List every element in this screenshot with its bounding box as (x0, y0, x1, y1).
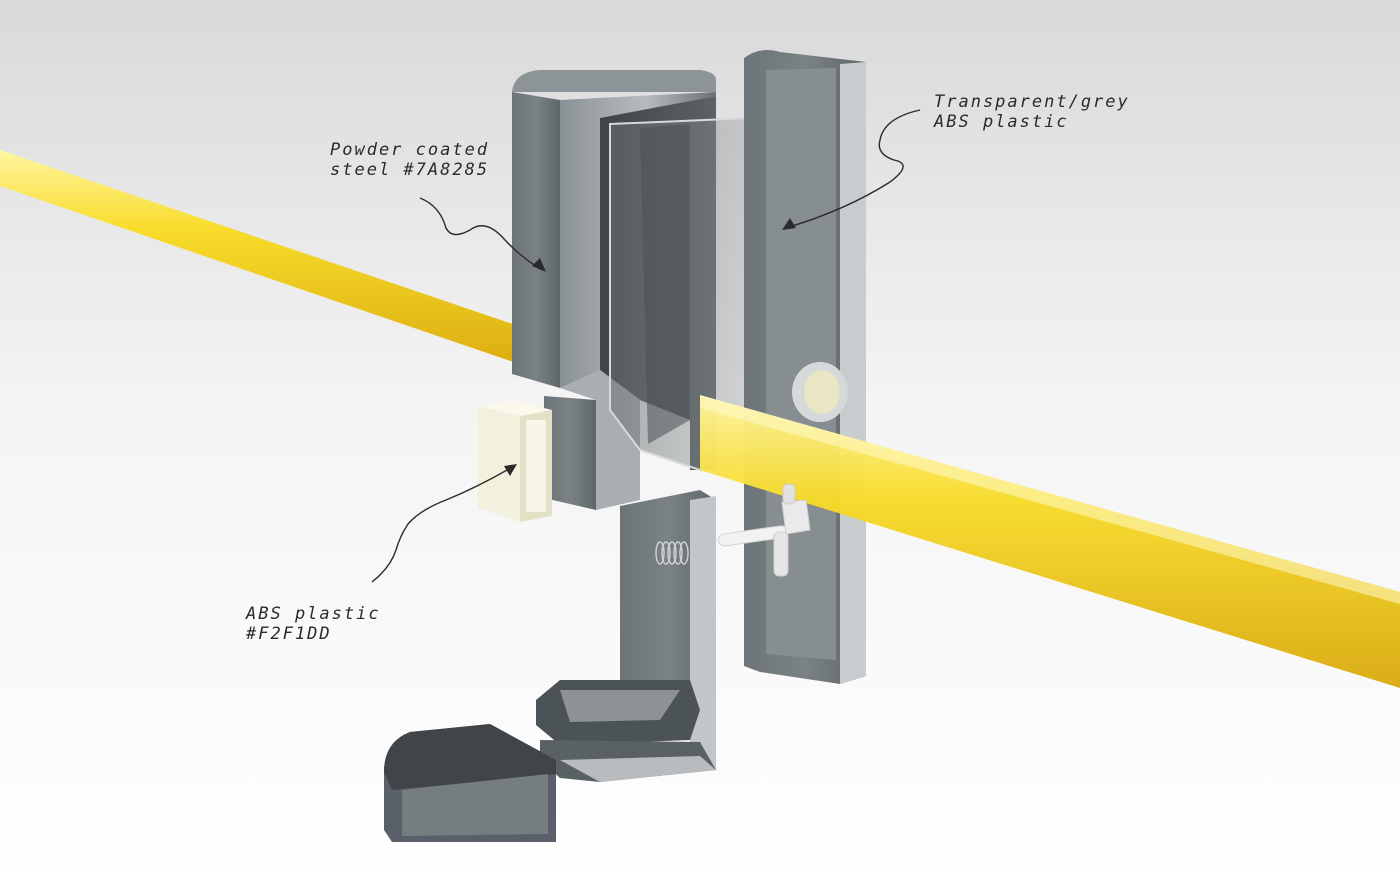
arrow-head-abs (504, 464, 517, 476)
abs-annotation-line1: ABS plastic (246, 604, 381, 624)
spring-icon (655, 541, 689, 565)
transparent-annotation-line1: Transparent/grey (934, 92, 1130, 112)
steel-annotation-line1: Powder coated (330, 140, 490, 160)
arrow-head-steel (532, 258, 546, 272)
leader-lines (371, 109, 921, 583)
transparent-annotation: Transparent/grey ABS plastic (934, 92, 1130, 132)
abs-annotation: ABS plastic #F2F1DD (246, 604, 381, 644)
arrow-head-transparent (782, 218, 796, 230)
drip-tray (384, 724, 556, 842)
yellow-rail-front (700, 395, 1400, 688)
steel-annotation-line2: steel #7A8285 (330, 160, 490, 180)
abs-sleeve (478, 400, 552, 522)
yellow-rail-back (0, 150, 560, 378)
right-rail-cover (744, 50, 866, 684)
abs-annotation-line2: #F2F1DD (246, 624, 332, 644)
latch-pin (717, 483, 811, 577)
transparent-annotation-line2: ABS plastic (934, 112, 1069, 132)
steel-annotation: Powder coated steel #7A8285 (330, 140, 489, 180)
